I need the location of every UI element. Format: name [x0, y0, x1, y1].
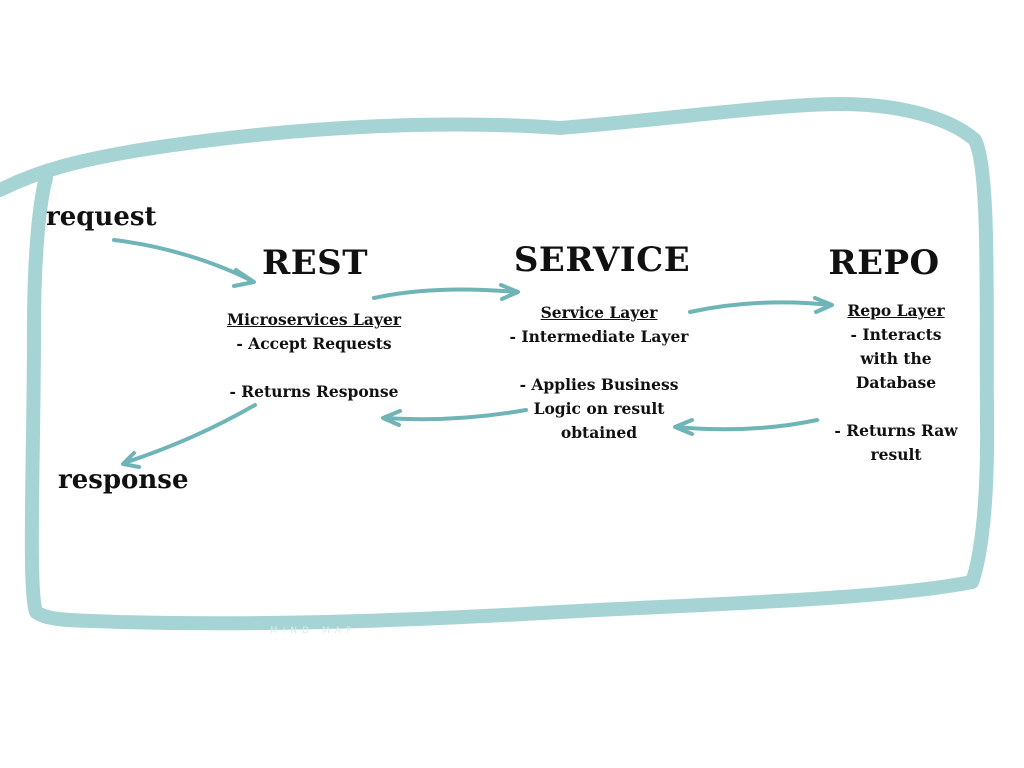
service-title: SERVICE	[513, 240, 691, 280]
arrow-service-to-repo	[688, 300, 832, 314]
frame-border	[0, 97, 995, 631]
request-label: request	[46, 202, 157, 232]
repo-description: Repo Layer - Interacts with the Database…	[832, 299, 960, 467]
service-line-obtained: obtained	[560, 423, 638, 442]
service-layer-title: Service Layer	[540, 303, 658, 322]
service-line-logic: Logic on result	[533, 399, 665, 418]
arrowhead-service-to-repo	[813, 296, 834, 314]
service-description: Service Layer - Intermediate Layer - App…	[510, 301, 689, 445]
arrowhead-rest-to-service	[499, 283, 520, 301]
response-label: response	[58, 465, 189, 495]
arrowhead-request-to-rest	[232, 268, 256, 288]
arrowhead-service-to-rest	[381, 409, 402, 427]
arrow-request-to-rest	[112, 238, 254, 283]
service-line-intermediate: - Intermediate Layer	[509, 327, 689, 346]
repo-line-interacts: - Interacts with the	[850, 325, 942, 368]
repo-title: REPO	[828, 243, 940, 283]
repo-line-returns: - Returns Raw result	[834, 421, 958, 464]
service-line-applies: - Applies Business	[519, 375, 679, 394]
arrow-repo-to-service	[674, 418, 819, 432]
rest-description: Microservices Layer - Accept Requests - …	[227, 308, 401, 404]
watermark: MIND MAP	[270, 626, 357, 636]
arrow-rest-to-response	[122, 403, 257, 465]
arrowhead-rest-to-response	[121, 451, 141, 469]
rest-title: REST	[261, 243, 369, 283]
rest-line-returns: - Returns Response	[229, 382, 399, 401]
arrowhead-repo-to-service	[673, 418, 694, 436]
arrow-service-to-rest	[382, 408, 528, 422]
rest-line-accept: - Accept Requests	[236, 334, 392, 353]
arrow-rest-to-service	[372, 287, 518, 300]
repo-line-database: Database	[855, 373, 937, 392]
rest-layer-title: Microservices Layer	[226, 310, 402, 329]
repo-layer-title: Repo Layer	[847, 301, 945, 320]
